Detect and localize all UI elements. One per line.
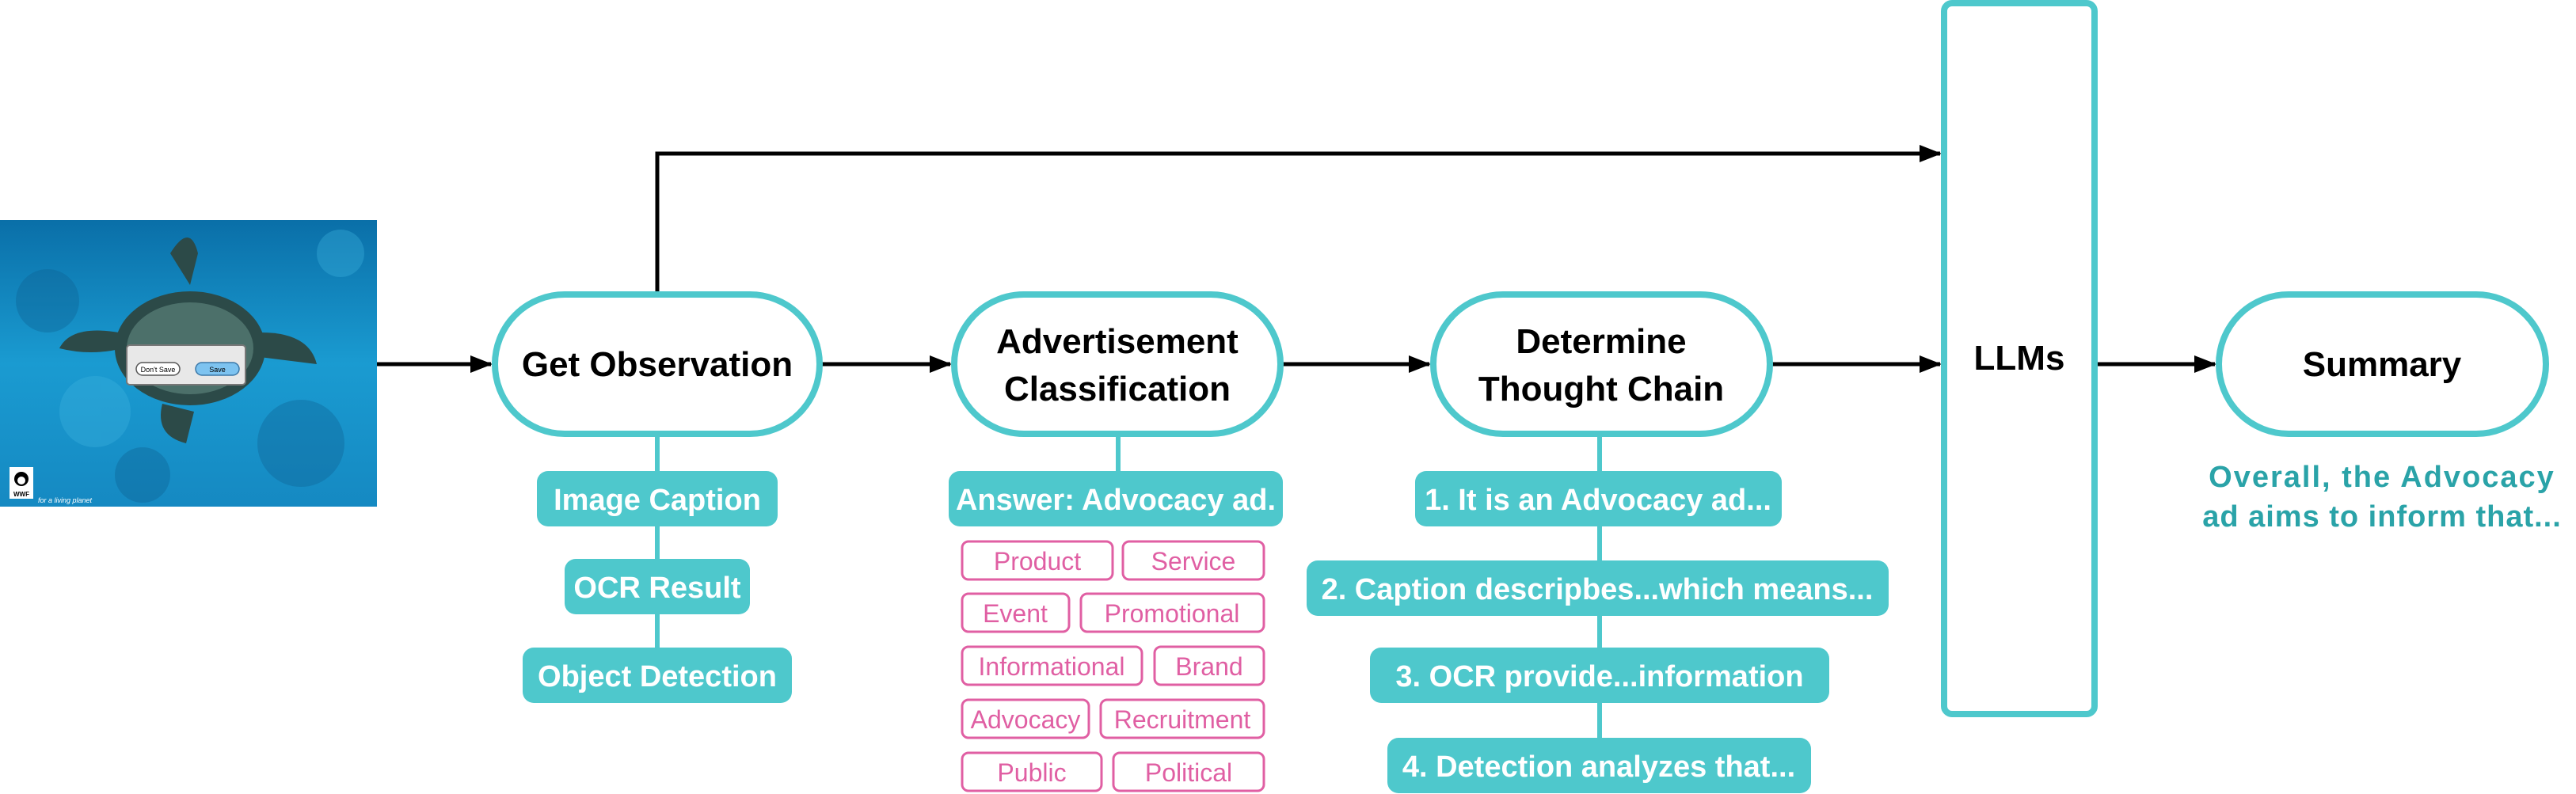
category-grid	[961, 540, 1265, 792]
arrow-observation-to-llms	[655, 145, 1942, 294]
save-dialog: Don't Save Save	[126, 344, 246, 386]
node-get-observation-label: Get Observation	[522, 345, 793, 384]
thought-step-3: 3. OCR provide...information	[1395, 660, 1803, 693]
category-brand: Brand	[1175, 652, 1242, 681]
thought-steps: 1. It is an Advocacy ad... 2. Caption de…	[1307, 471, 1889, 793]
summary-text-line1: Overall, the Advocacy	[2209, 461, 2555, 494]
wwf-logo-text: WWF	[13, 491, 29, 498]
observation-item-object-detection: Object Detection	[538, 660, 777, 693]
observation-items: Image Caption OCR Result Object Detectio…	[523, 471, 792, 703]
node-summary: Summary	[2216, 291, 2549, 437]
observation-item-image-caption: Image Caption	[554, 484, 761, 517]
node-llms-label: LLMs	[1974, 339, 2065, 378]
summary-output: Overall, the Advocacy ad aims to inform …	[2202, 461, 2562, 534]
node-thought-chain-line2: Thought Chain	[1478, 370, 1724, 408]
thought-step-1: 1. It is an Advocacy ad...	[1425, 484, 1771, 517]
dont-save-label: Don't Save	[141, 366, 176, 374]
summary-text-line2: ad aims to inform that...	[2202, 500, 2562, 534]
node-llms: LLMs	[1941, 0, 2098, 717]
category-event: Event	[983, 599, 1048, 628]
node-summary-label: Summary	[2303, 345, 2462, 384]
node-ad-classification: Advertisement Classification	[951, 291, 1284, 437]
category-public: Public	[997, 758, 1066, 787]
node-ad-classification-line1: Advertisement	[996, 322, 1239, 361]
node-get-observation: Get Observation	[492, 291, 823, 437]
thought-step-4: 4. Detection analyzes that...	[1402, 750, 1795, 784]
category-informational: Informational	[979, 652, 1125, 681]
category-advocacy: Advocacy	[971, 705, 1081, 734]
category-political: Political	[1145, 758, 1232, 787]
connectors	[377, 145, 2216, 373]
node-ad-classification-line2: Classification	[1004, 370, 1231, 408]
input-image: Don't Save Save WWF for a living planet	[0, 220, 377, 507]
category-labels: Product Service Event Promotional Inform…	[971, 547, 1251, 787]
thought-step-2: 2. Caption descripbes...which means...	[1322, 573, 1874, 606]
node-thought-chain: Determine Thought Chain	[1430, 291, 1773, 437]
category-service: Service	[1151, 547, 1236, 576]
sea-texture	[16, 230, 364, 503]
classification-answer-label: Answer: Advocacy ad.	[956, 484, 1276, 517]
observation-item-ocr-result: OCR Result	[573, 572, 740, 605]
node-thought-chain-line1: Determine	[1516, 322, 1686, 361]
category-product: Product	[994, 547, 1081, 576]
category-promotional: Promotional	[1105, 599, 1240, 628]
save-label: Save	[209, 366, 226, 374]
category-recruitment: Recruitment	[1114, 705, 1251, 734]
classification-answer: Answer: Advocacy ad.	[949, 471, 1283, 526]
wwf-logo: WWF	[10, 467, 33, 499]
image-tagline: for a living planet	[38, 496, 93, 504]
